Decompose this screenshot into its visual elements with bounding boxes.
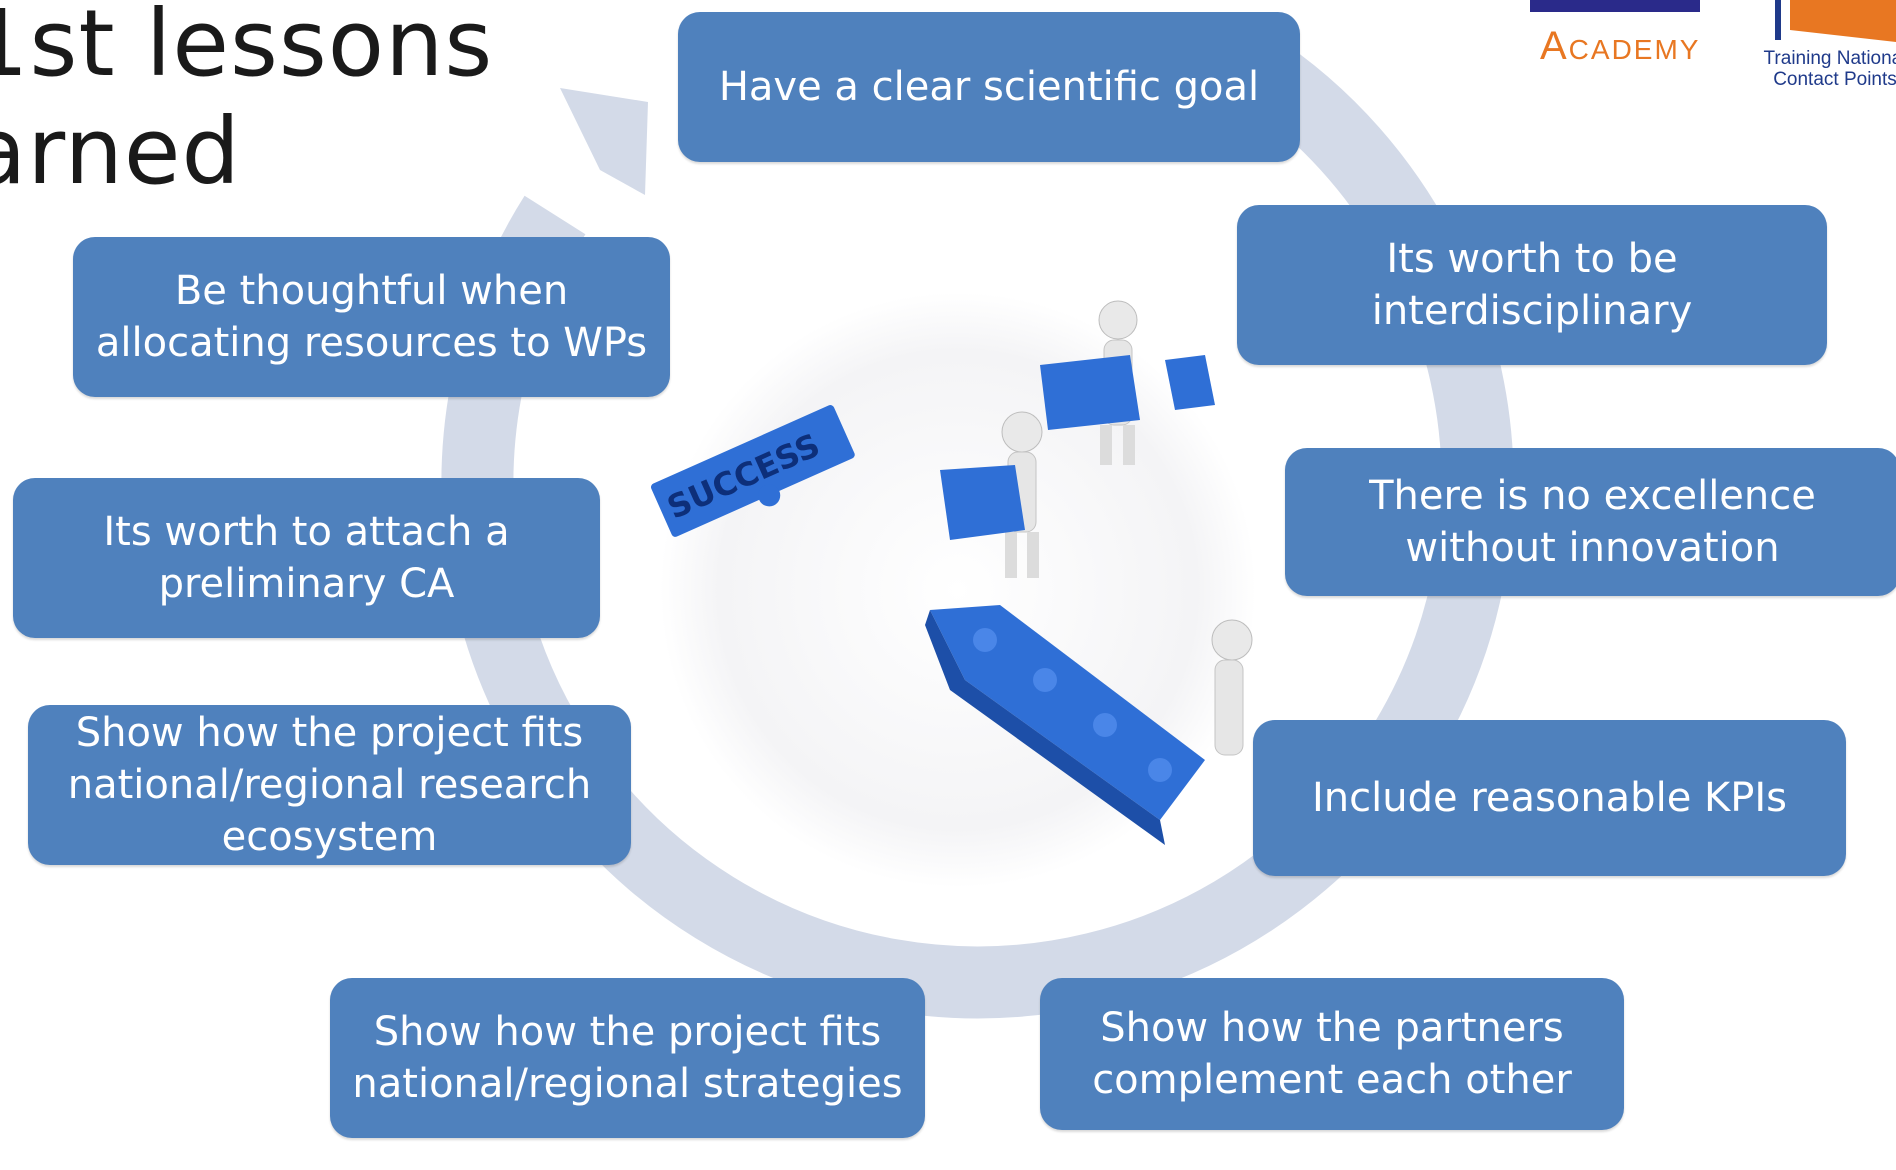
figure-3 <box>1211 619 1253 756</box>
page-title-line-2: arned <box>0 98 241 205</box>
lesson-box-kpis: Include reasonable KPIs <box>1253 720 1846 876</box>
lesson-text: Be thoughtful when allocating resources … <box>95 268 648 366</box>
lesson-text: Its worth to attach a preliminary CA <box>103 509 510 607</box>
lesson-box-strategies: Show how the project fits national/regio… <box>330 978 925 1138</box>
lesson-box-interdisciplinary: Its worth to be interdisciplinary <box>1237 205 1827 365</box>
lesson-box-innovation: There is no excellence without innovatio… <box>1285 448 1896 596</box>
academy-logo-text: Academy <box>1540 24 1701 68</box>
puzzle-chain <box>925 605 1205 845</box>
logo-tagline: Training National Contact Points <box>1763 48 1896 90</box>
center-illustration: SUCCESS <box>650 292 1256 888</box>
page-title-line-1: 1st lessons <box>0 0 494 97</box>
lesson-text: Show how the project fits national/regio… <box>67 710 592 860</box>
figure-1 <box>940 411 1043 578</box>
lesson-box-resources: Be thoughtful when allocating resources … <box>73 237 670 397</box>
lesson-box-partners: Show how the partners complement each ot… <box>1040 978 1624 1130</box>
lesson-text: Include reasonable KPIs <box>1312 775 1787 821</box>
ncp-logo-graphic <box>1530 0 1896 42</box>
lesson-text: There is no excellence without innovatio… <box>1369 473 1816 571</box>
lesson-text: Its worth to be interdisciplinary <box>1371 236 1693 334</box>
puzzle-piece-partial <box>1165 355 1215 410</box>
cycle-arrowhead <box>560 88 648 195</box>
lesson-box-ecosystem: Show how the project fits national/regio… <box>28 705 631 865</box>
lesson-text: Have a clear scientific goal <box>718 64 1260 110</box>
lesson-text: Show how the partners complement each ot… <box>1092 1005 1572 1103</box>
lesson-box-scientific-goal: Have a clear scientific goal <box>678 12 1300 162</box>
figure-2 <box>1040 300 1140 465</box>
lesson-box-preliminary-ca: Its worth to attach a preliminary CA <box>13 478 600 638</box>
lesson-text: Show how the project fits national/regio… <box>352 1009 903 1107</box>
